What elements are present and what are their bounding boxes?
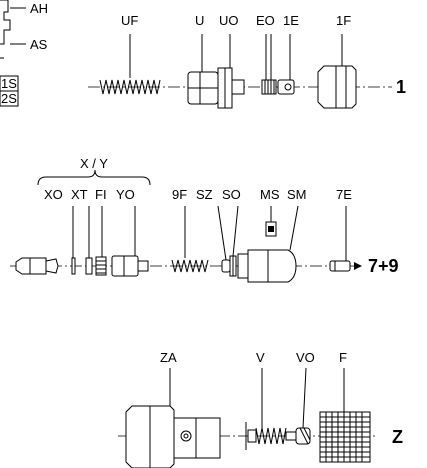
label-v: V: [256, 350, 265, 365]
label-1f: 1F: [336, 13, 351, 28]
label-7e: 7E: [336, 187, 352, 202]
label-yo: YO: [116, 187, 135, 202]
label-uf: UF: [121, 13, 138, 28]
leader-vo: [302, 367, 307, 429]
label-fi: FI: [95, 187, 107, 202]
part-sz: [221, 259, 231, 273]
part-eo: [261, 79, 277, 95]
spring-9f: [171, 259, 209, 273]
part-za: [125, 405, 221, 468]
label-9f: 9F: [172, 187, 187, 202]
label-so: SO: [222, 187, 241, 202]
label-as: AS: [30, 37, 48, 52]
label-eo: EO: [256, 13, 275, 28]
label-sz: SZ: [196, 187, 213, 202]
part-fi: [95, 256, 107, 276]
part-xo: [71, 257, 76, 275]
part-7e: [329, 260, 351, 272]
label-1e: 1E: [283, 13, 299, 28]
part-vo: [295, 427, 311, 445]
part-v: [245, 422, 297, 450]
label-sm: SM: [287, 187, 307, 202]
part-uo: [217, 67, 245, 109]
label-xt: XT: [71, 187, 88, 202]
assembly-number-1: 1: [396, 77, 406, 97]
label-ms: MS: [260, 187, 280, 202]
group-label-xy: X / Y: [80, 156, 108, 171]
top-left-fragment: [0, 0, 26, 107]
label-f: F: [339, 350, 347, 365]
leader-sz: [217, 205, 227, 261]
label-u: U: [195, 13, 204, 28]
label-2s: 2S: [1, 91, 17, 106]
label-vo: VO: [296, 350, 315, 365]
label-uo: UO: [219, 13, 239, 28]
part-ms: [265, 221, 277, 237]
spring-uf: [99, 79, 161, 95]
assembly-number-z: Z: [392, 427, 403, 447]
label-za: ZA: [160, 350, 177, 365]
part-u: [187, 71, 219, 105]
arrow-79: [354, 262, 362, 270]
part-tool-tip: [15, 257, 59, 275]
label-ah: AH: [30, 1, 48, 16]
label-xo: XO: [44, 187, 63, 202]
part-1f: [317, 65, 357, 109]
label-1s: 1S: [1, 76, 17, 91]
part-1e: [277, 79, 295, 95]
leader-sm: [289, 205, 299, 251]
assembly-number-79: 7+9: [368, 256, 399, 276]
part-f: [319, 411, 371, 463]
group-brace-xy: [37, 169, 151, 186]
part-sm: [237, 249, 297, 283]
leader-so: [232, 205, 239, 257]
part-so: [229, 255, 237, 277]
part-xt: [85, 257, 93, 275]
part-yo: [111, 255, 149, 277]
